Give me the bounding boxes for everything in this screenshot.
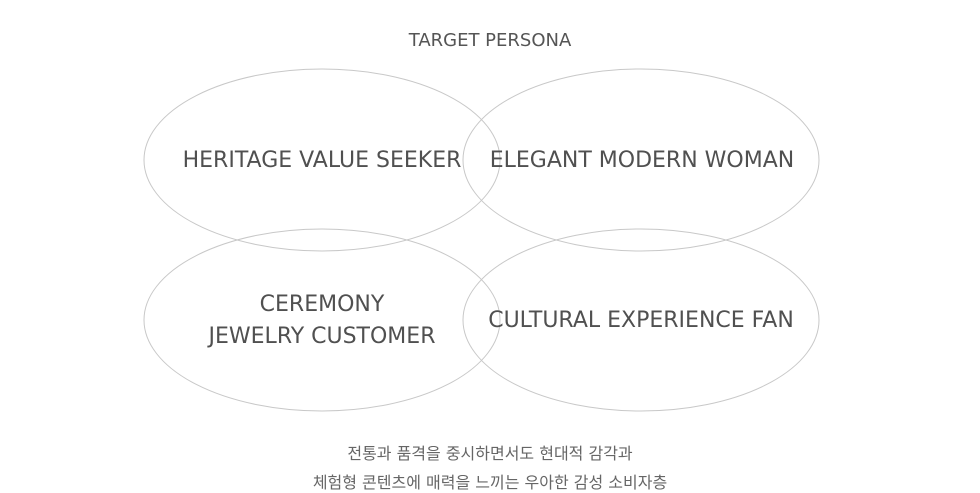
diagram-title: TARGET PERSONA [408, 30, 572, 51]
persona-label-elegant: ELEGANT MODERN WOMAN [487, 145, 797, 177]
persona-ellipse-elegant [462, 68, 820, 252]
persona-label-heritage: HERITAGE VALUE SEEKER [172, 145, 472, 177]
persona-ellipse-heritage [143, 68, 501, 252]
persona-label-line: HERITAGE VALUE SEEKER [182, 148, 462, 173]
persona-label-ceremony: CEREMONY JEWELRY CUSTOMER [172, 289, 472, 353]
persona-label-cultural: CULTURAL EXPERIENCE FAN [481, 305, 801, 337]
persona-label-line: JEWELRY CUSTOMER [208, 324, 436, 349]
description-line-2: 체험형 콘텐츠에 매력을 느끼는 우아한 감성 소비자층 [312, 473, 668, 492]
persona-label-line: ELEGANT MODERN WOMAN [489, 148, 795, 173]
persona-ellipse-cultural [462, 228, 820, 412]
description-line-1: 전통과 품격을 중시하면서도 현대적 감각과 [347, 444, 633, 463]
persona-ellipse-ceremony [143, 228, 501, 412]
persona-label-line: CEREMONY [259, 292, 385, 317]
persona-label-line: CULTURAL EXPERIENCE FAN [488, 308, 794, 333]
